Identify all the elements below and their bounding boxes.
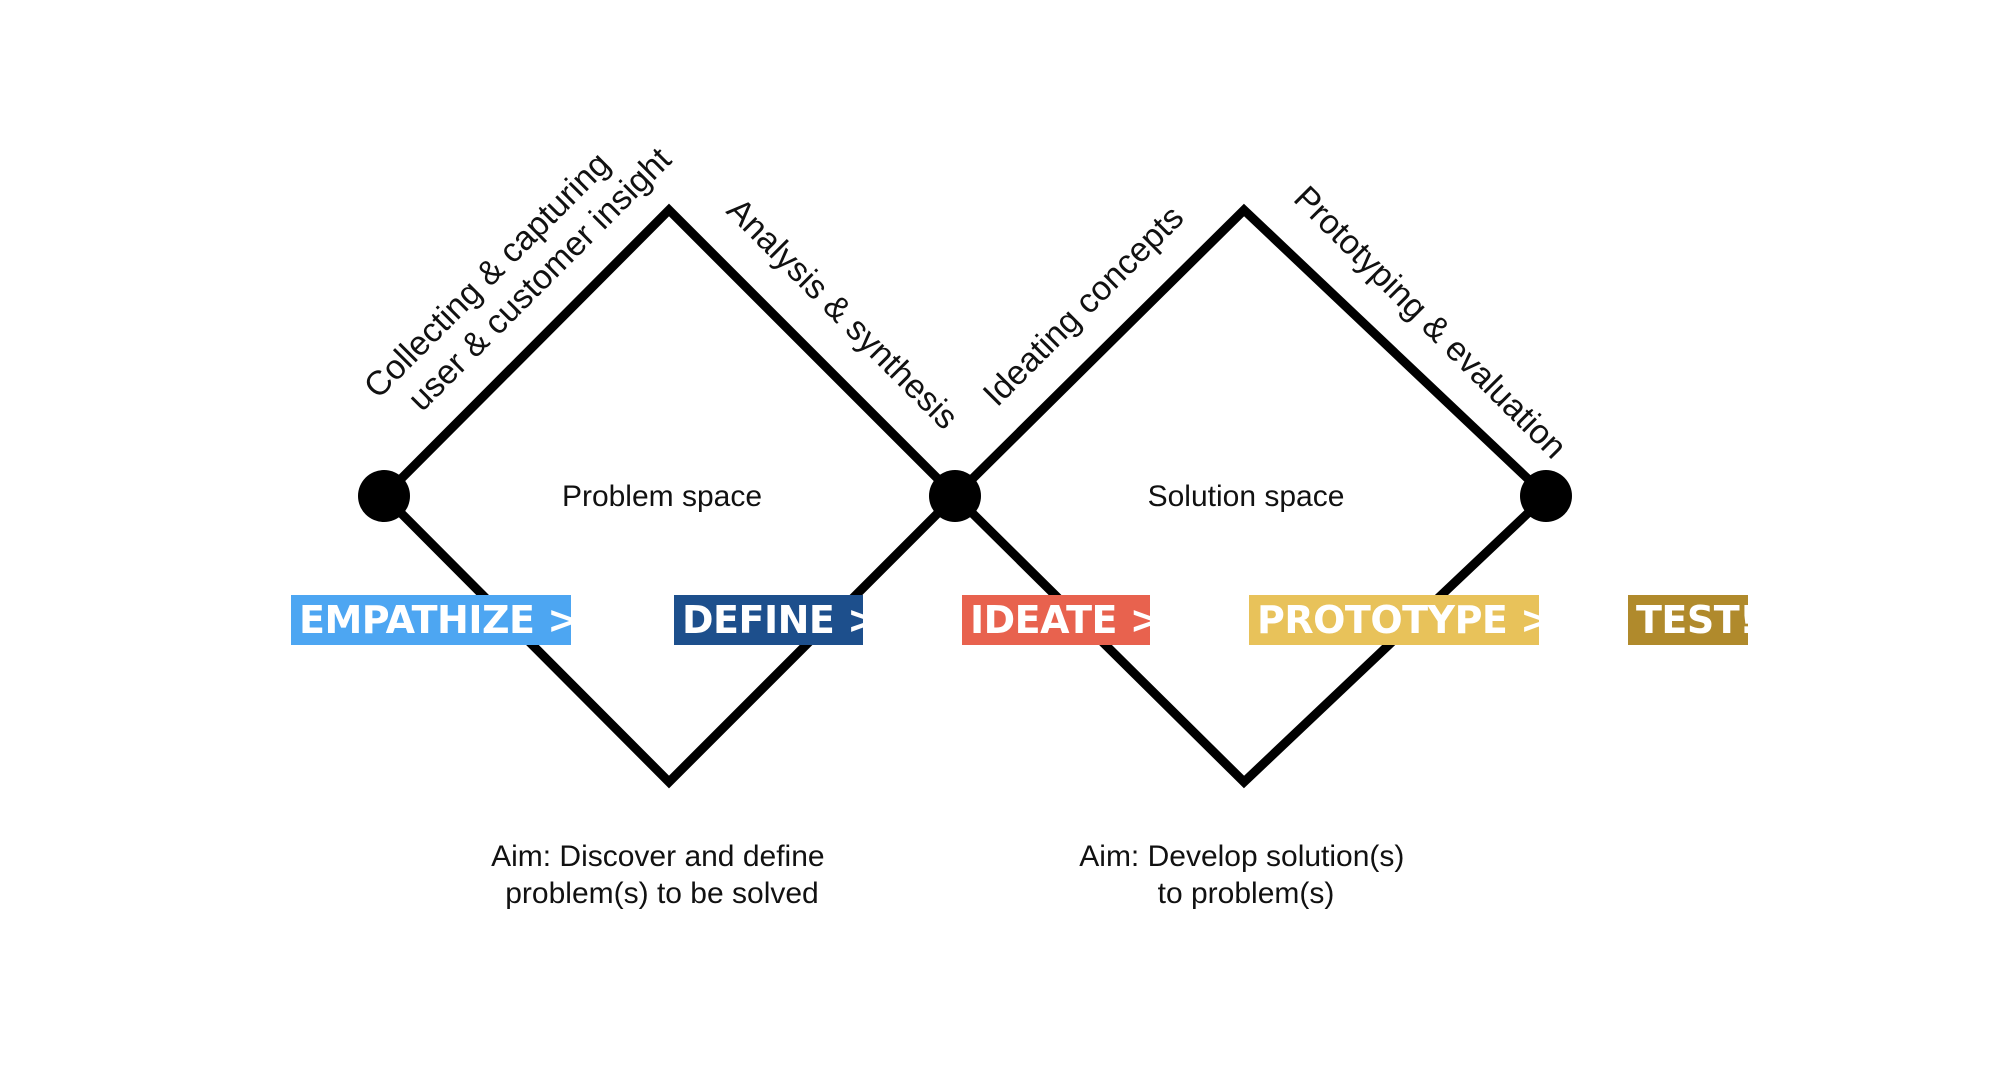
solution-space-label: Solution space [1148, 480, 1345, 513]
stage-ideate: IDEATE > [962, 595, 1162, 645]
stage-prototype: PROTOTYPE > [1249, 595, 1552, 645]
stage-empathize: EMPATHIZE > [291, 595, 579, 645]
edge-label-prototyping: Prototyping & evaluation [1286, 179, 1573, 466]
edge-label-analysis: Analysis & synthesis [719, 191, 965, 437]
end-node [1520, 470, 1572, 522]
problem-aim-label: Aim: Discover and define problem(s) to b… [491, 840, 833, 910]
stage-define: DEFINE > [674, 595, 879, 645]
stage-test: TEST! [1628, 595, 1757, 645]
edge-label-collecting: Collecting & capturing user & customer i… [357, 112, 679, 434]
edge-label-ideating: Ideating concepts [976, 198, 1191, 413]
middle-node [929, 470, 981, 522]
solution-aim-label: Aim: Develop solution(s) to problem(s) [1079, 840, 1412, 910]
start-node [358, 470, 410, 522]
problem-space-label: Problem space [562, 480, 762, 513]
